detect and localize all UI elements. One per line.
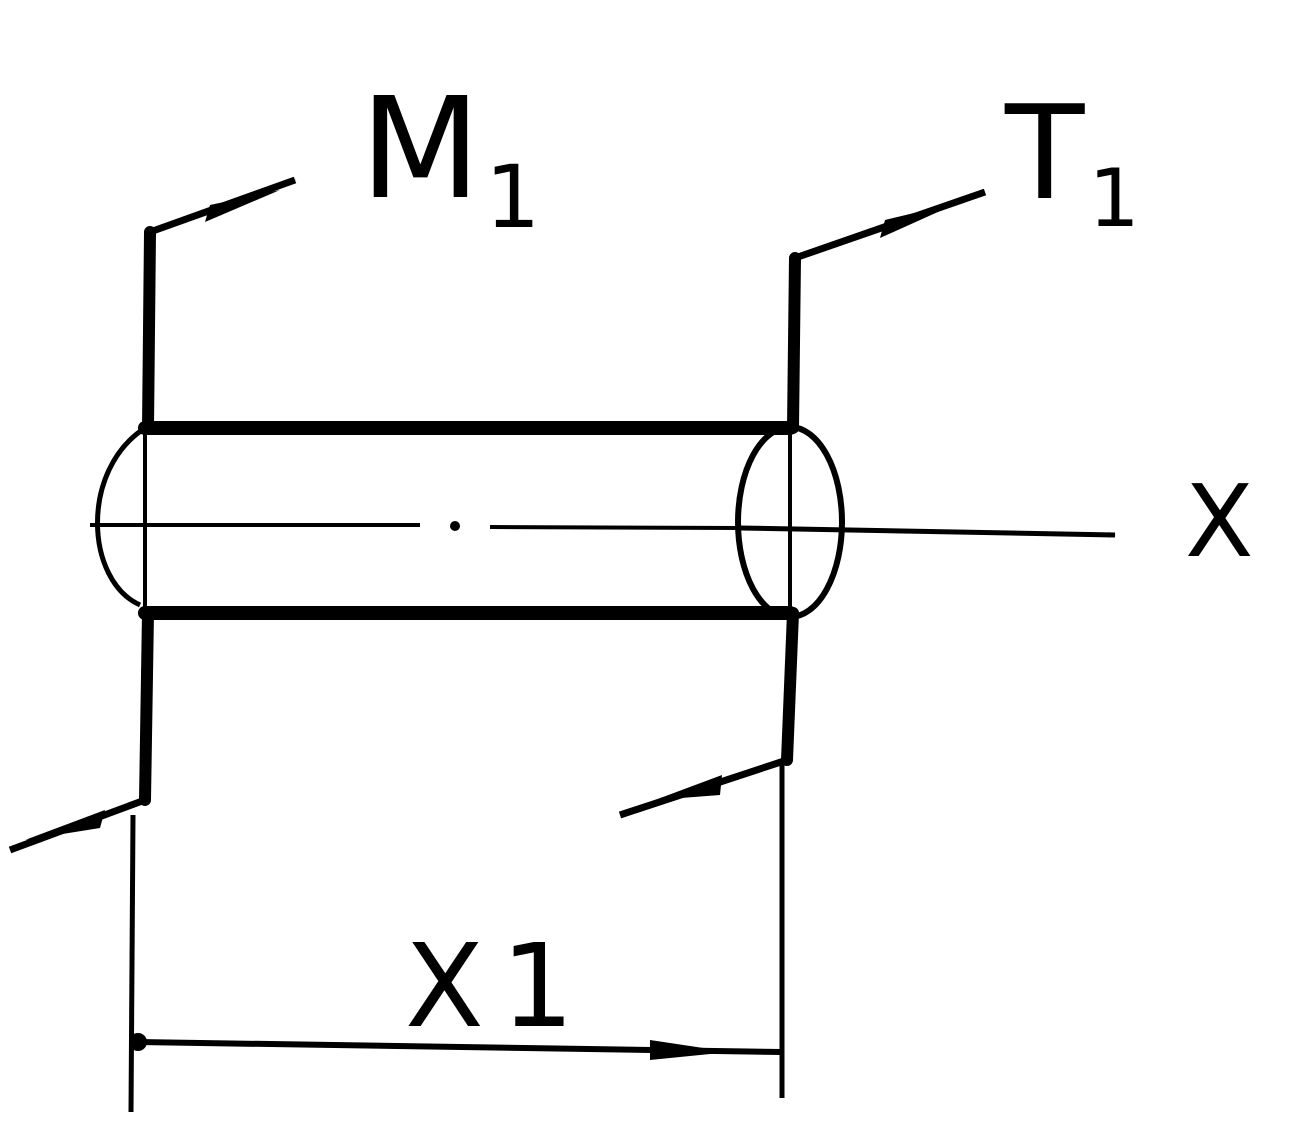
moment-vector-top — [142, 176, 297, 434]
moment-vector-bottom — [8, 607, 154, 854]
center-line-dot — [450, 521, 460, 531]
moment-bottom-stem — [139, 607, 154, 806]
shaft-left-end-arc — [95, 425, 147, 608]
center-line-dash-2 — [489, 525, 741, 530]
distance-label-sub: 1 — [501, 920, 575, 1054]
axis-label: X — [1185, 472, 1254, 572]
dimension-extension-left — [128, 814, 136, 1113]
torque-top-stem — [787, 252, 801, 434]
shaft-body — [95, 421, 845, 620]
torque-label-sub: 1 — [1088, 152, 1140, 247]
moment-top-stem — [142, 226, 156, 434]
x-axis-arrow — [739, 525, 1116, 538]
dimension-arrow-head — [650, 1040, 730, 1060]
torque-bottom-arrow-head — [655, 775, 722, 800]
center-line — [90, 521, 741, 531]
torque-top-arrow-head — [880, 202, 960, 238]
torque-vector-top — [787, 188, 987, 434]
moment-top-arrow-head — [205, 190, 280, 222]
torque-label: T1 — [1005, 88, 1140, 240]
moment-label: M1 — [360, 80, 540, 242]
moment-bottom-arrow-head — [25, 810, 105, 840]
distance-label-main: X — [405, 920, 484, 1054]
axis-label-text: X — [1185, 463, 1254, 580]
torque-vector-bottom — [618, 607, 799, 819]
moment-label-main: M — [360, 68, 481, 231]
torque-label-main: T — [1005, 77, 1085, 229]
dimension-x1 — [128, 765, 785, 1113]
moment-label-sub: 1 — [485, 147, 541, 249]
torque-bottom-stem — [781, 607, 799, 766]
